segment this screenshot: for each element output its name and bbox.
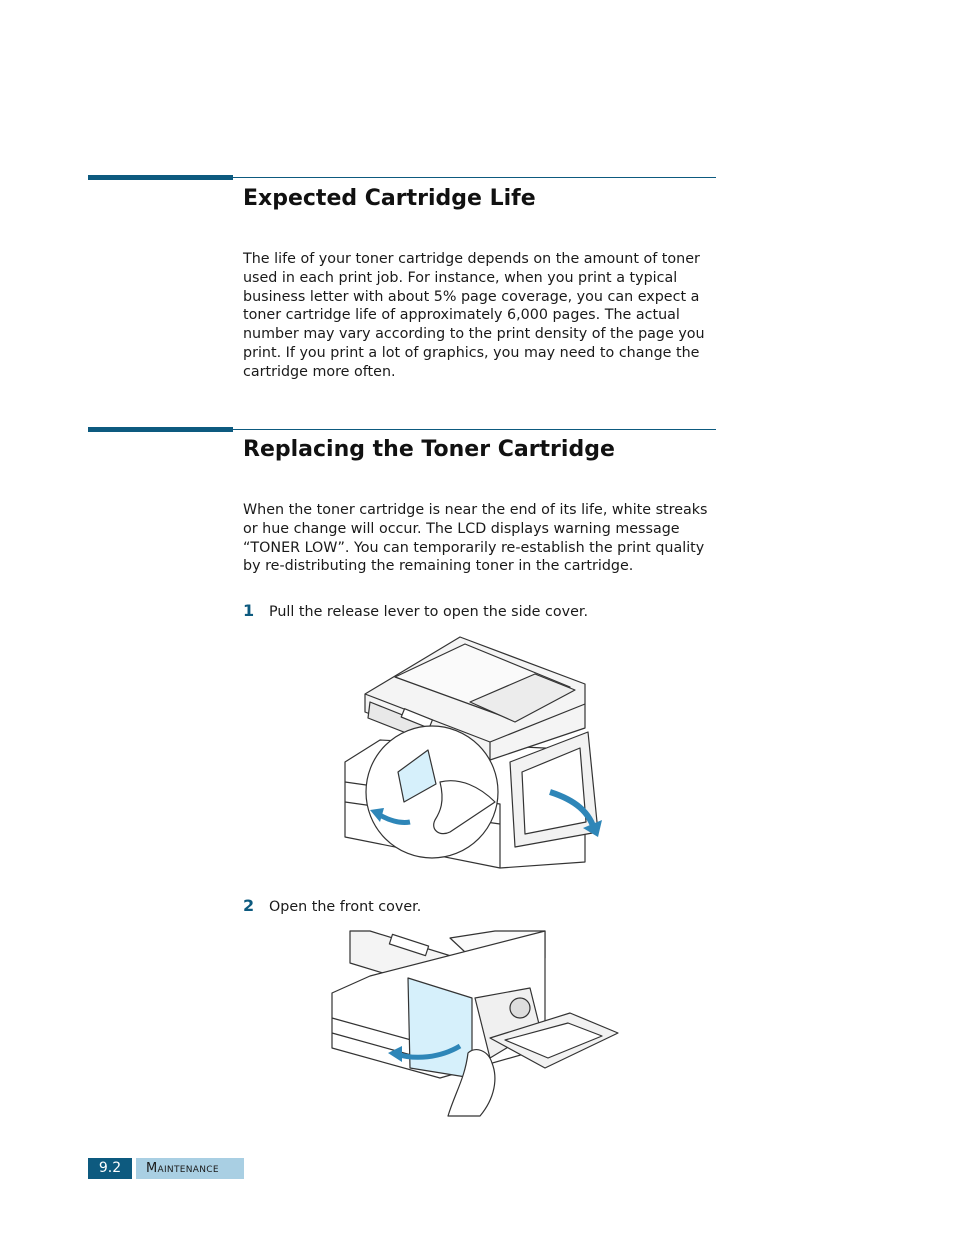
section-title-cartridge-life: Expected Cartridge Life xyxy=(243,186,536,211)
step-text: Open the front cover. xyxy=(269,899,422,915)
section-body-replacing-toner: When the toner cartridge is near the end… xyxy=(243,502,708,575)
section-body-cartridge-life: The life of your toner cartridge depends… xyxy=(243,251,705,380)
side-cover-illustration xyxy=(344,636,602,869)
section-rule-thin xyxy=(233,177,716,178)
step-1: 1 Pull the release lever to open the side… xyxy=(243,601,588,620)
step-text: Pull the release lever to open the side … xyxy=(269,604,588,620)
section-rule-thin xyxy=(233,429,716,430)
step-number: 2 xyxy=(243,896,255,915)
front-cover-illustration xyxy=(331,930,619,1117)
chapter-label: Maintenance xyxy=(136,1158,244,1179)
step-number: 1 xyxy=(243,601,255,620)
step-2: 2 Open the front cover. xyxy=(243,896,421,915)
section-rule-thick xyxy=(88,175,233,180)
section-title-replacing-toner: Replacing the Toner Cartridge xyxy=(243,437,615,462)
page-number: 9.2 xyxy=(88,1158,132,1179)
section-rule-thick xyxy=(88,427,233,432)
